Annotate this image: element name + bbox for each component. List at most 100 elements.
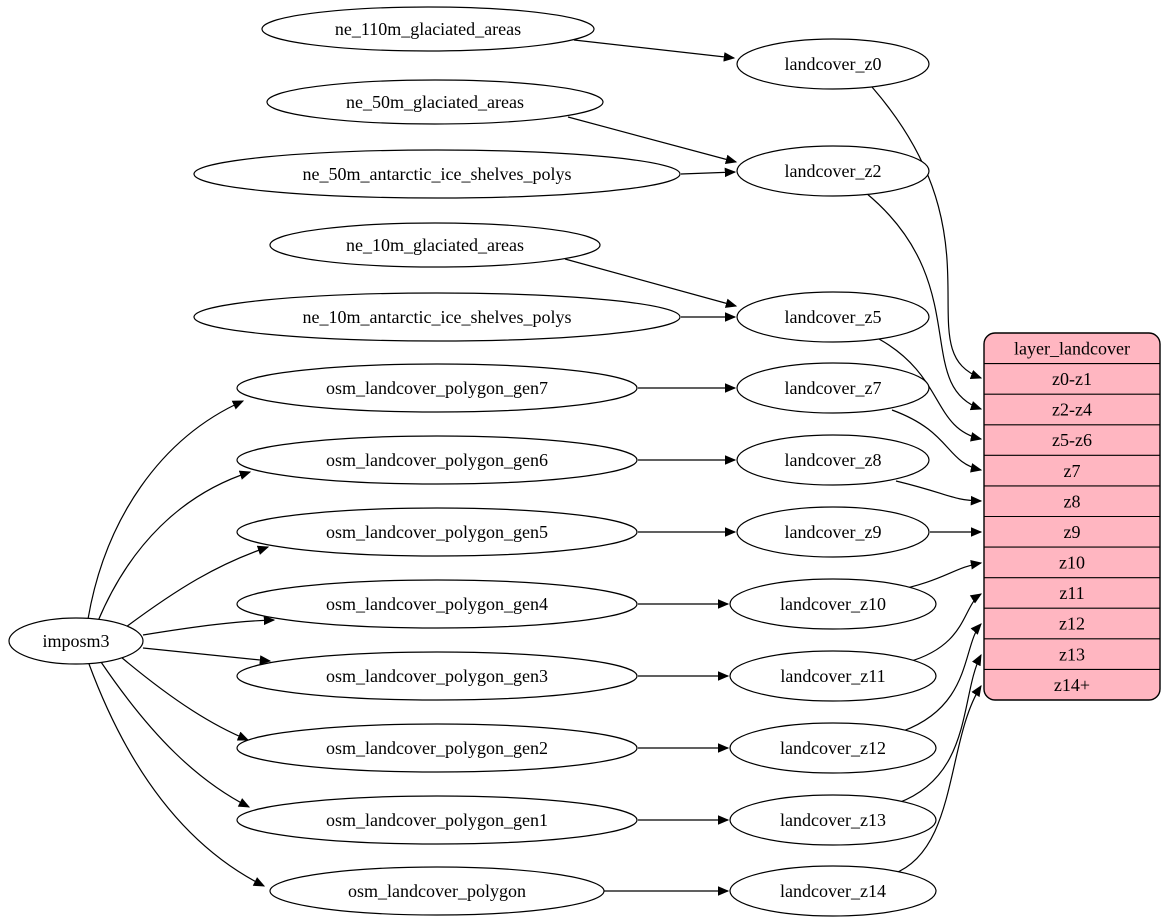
node-label: imposm3 — [42, 631, 109, 651]
edge-imposm3-to-gen4 — [142, 615, 276, 636]
node-label: ne_10m_glaciated_areas — [346, 235, 524, 255]
node-label: landcover_z0 — [785, 54, 882, 74]
edge-imposm3-to-gen1 — [100, 661, 251, 808]
edge-z8-to-row-z8 — [895, 480, 983, 506]
table-row-label: z12 — [1059, 614, 1085, 634]
node-ellipse — [236, 795, 638, 845]
edge-z14-to-row-z14plus — [892, 684, 982, 875]
node-ellipse — [736, 38, 930, 90]
edge-z5-to-row-z5-z6 — [878, 338, 983, 442]
table-row-label: z10 — [1059, 553, 1085, 573]
node-label: osm_landcover_polygon_gen2 — [326, 738, 548, 758]
node-ellipse — [193, 292, 681, 342]
node-label: landcover_z7 — [785, 378, 882, 398]
edge-z11-to-row-z11 — [907, 593, 983, 663]
edge-imposm3-to-gen6 — [97, 470, 252, 622]
table-title: layer_landcover — [1014, 339, 1130, 359]
edges — [87, 39, 983, 896]
node-ne-110m-glaciated-areas: ne_110m_glaciated_areas — [261, 6, 595, 52]
node-label: landcover_z13 — [780, 810, 886, 830]
node-ellipse — [269, 222, 601, 268]
table-row-label: z9 — [1064, 522, 1081, 542]
node-label: osm_landcover_polygon_gen6 — [326, 450, 548, 470]
table-row-label: z8 — [1064, 491, 1081, 511]
edge-ne50m-antarctic-to-z2 — [680, 167, 737, 178]
node-landcover-z7: landcover_z7 — [736, 362, 930, 414]
node-ellipse — [269, 866, 605, 916]
node-label: osm_landcover_polygon_gen5 — [326, 522, 548, 542]
node-ellipse — [8, 617, 144, 665]
table-row-label: z11 — [1059, 583, 1084, 603]
node-landcover-z8: landcover_z8 — [736, 434, 930, 486]
edge-imposm3-to-gen5 — [121, 545, 270, 631]
node-label: landcover_z10 — [780, 594, 886, 614]
table-row-label: z2-z4 — [1052, 400, 1092, 420]
node-label: osm_landcover_polygon — [348, 881, 526, 901]
edge-z0-to-row-z0-z1 — [871, 86, 983, 379]
edge-ne50m-glaciated-to-z2 — [567, 116, 738, 164]
node-label: ne_10m_antarctic_ice_shelves_polys — [303, 307, 572, 327]
node-ellipse — [236, 507, 638, 557]
node-osm-landcover-polygon-gen1: osm_landcover_polygon_gen1 — [236, 795, 638, 845]
node-osm-landcover-polygon-gen6: osm_landcover_polygon_gen6 — [236, 435, 638, 485]
node-label: ne_50m_glaciated_areas — [346, 92, 524, 112]
edge-ne10m-glaciated-to-z5 — [564, 258, 738, 308]
node-ne-50m-antarctic-ice-shelves-polys: ne_50m_antarctic_ice_shelves_polys — [193, 149, 681, 199]
node-osm-landcover-polygon-gen5: osm_landcover_polygon_gen5 — [236, 507, 638, 557]
node-imposm3: imposm3 — [8, 617, 144, 665]
node-label: ne_50m_antarctic_ice_shelves_polys — [303, 164, 572, 184]
node-label: ne_110m_glaciated_areas — [335, 19, 521, 39]
edge-imposm3-to-gen3 — [142, 647, 272, 665]
node-landcover-z9: landcover_z9 — [736, 506, 930, 558]
node-ellipse — [193, 149, 681, 199]
node-ellipse — [736, 506, 930, 558]
table-row-label: z5-z6 — [1052, 430, 1092, 450]
node-landcover-z0: landcover_z0 — [736, 38, 930, 90]
node-label: landcover_z14 — [780, 881, 886, 901]
node-label: landcover_z12 — [780, 738, 886, 758]
node-label: osm_landcover_polygon_gen3 — [326, 666, 548, 686]
node-ellipse — [266, 79, 604, 125]
node-landcover-z5: landcover_z5 — [736, 291, 930, 343]
node-ellipse — [729, 865, 937, 917]
node-osm-landcover-polygon: osm_landcover_polygon — [269, 866, 605, 916]
node-ne-10m-antarctic-ice-shelves-polys: ne_10m_antarctic_ice_shelves_polys — [193, 292, 681, 342]
edge-z7-to-row-z7 — [891, 409, 983, 473]
node-landcover-z11: landcover_z11 — [729, 650, 937, 702]
node-ellipse — [729, 794, 937, 846]
node-ellipse — [236, 435, 638, 485]
node-label: osm_landcover_polygon_gen7 — [326, 378, 548, 398]
node-osm-landcover-polygon-gen7: osm_landcover_polygon_gen7 — [236, 363, 638, 413]
edge-z13-to-row-z13 — [897, 653, 982, 804]
node-label: landcover_z11 — [780, 666, 885, 686]
node-landcover-z12: landcover_z12 — [729, 722, 937, 774]
node-osm-landcover-polygon-gen2: osm_landcover_polygon_gen2 — [236, 723, 638, 773]
edge-imposm3-to-polygon — [88, 663, 266, 887]
node-osm-landcover-polygon-gen4: osm_landcover_polygon_gen4 — [236, 579, 638, 629]
node-label: landcover_z9 — [785, 522, 882, 542]
node-landcover-z14: landcover_z14 — [729, 865, 937, 917]
table-row-label: z13 — [1059, 644, 1085, 664]
edge-z2-to-row-z2-z4 — [865, 192, 983, 411]
node-ellipse — [729, 722, 937, 774]
node-ellipse — [236, 723, 638, 773]
table-layer-landcover: layer_landcover z0-z1 z2-z4 z5-z6 z7 z8 … — [983, 332, 1161, 701]
node-label: landcover_z5 — [785, 307, 882, 327]
edge-imposm3-to-gen7 — [87, 400, 245, 620]
node-ellipse — [236, 651, 638, 701]
node-ellipse — [736, 362, 930, 414]
node-ellipse — [736, 145, 930, 197]
node-ne-50m-glaciated-areas: ne_50m_glaciated_areas — [266, 79, 604, 125]
node-label: osm_landcover_polygon_gen1 — [326, 810, 548, 830]
table-row-label: z14+ — [1054, 675, 1090, 695]
node-landcover-z13: landcover_z13 — [729, 794, 937, 846]
node-osm-landcover-polygon-gen3: osm_landcover_polygon_gen3 — [236, 651, 638, 701]
node-landcover-z10: landcover_z10 — [729, 578, 937, 630]
node-label: osm_landcover_polygon_gen4 — [326, 594, 548, 614]
node-ellipse — [729, 650, 937, 702]
node-landcover-z2: landcover_z2 — [736, 145, 930, 197]
table-row-label: z0-z1 — [1052, 369, 1092, 389]
node-ellipse — [736, 291, 930, 343]
